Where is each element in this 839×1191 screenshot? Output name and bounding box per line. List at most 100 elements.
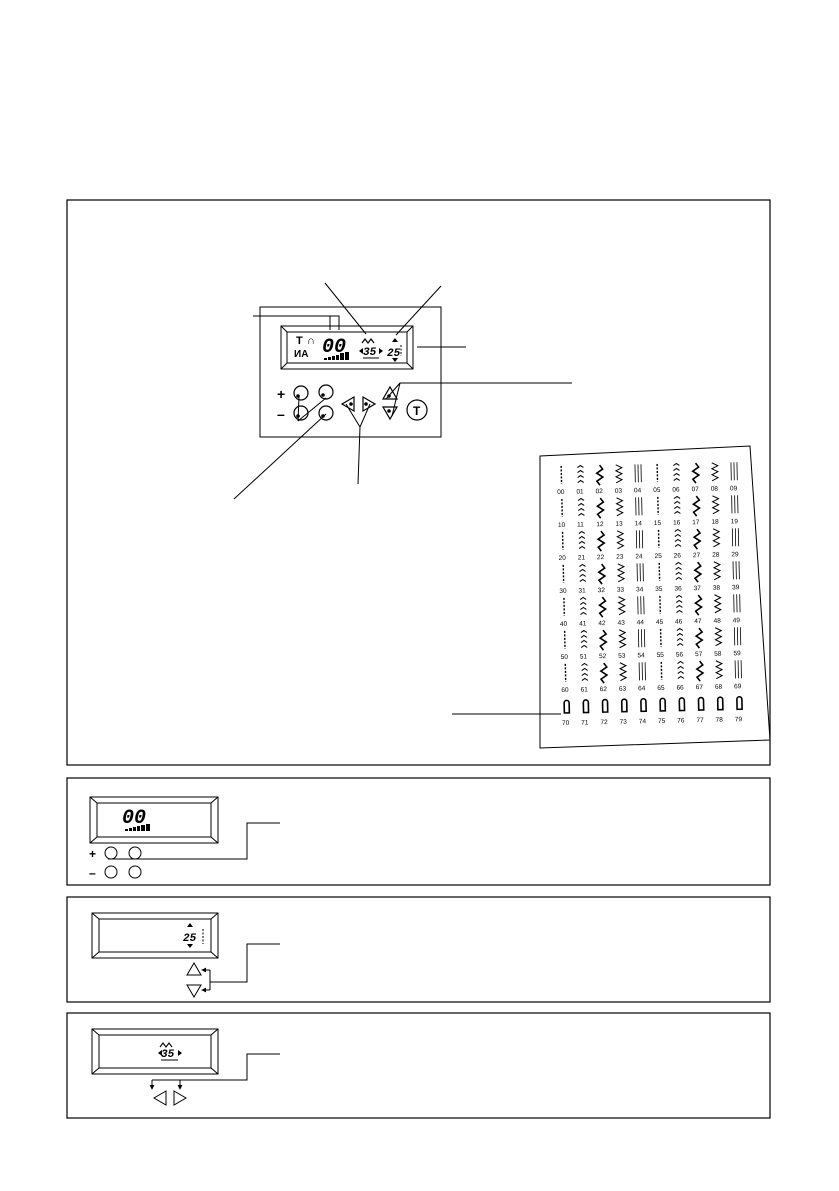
stitch-number-17: 17 bbox=[692, 519, 700, 526]
stitch-length-zigzag-icon bbox=[361, 338, 375, 344]
stitch-glyph-71 bbox=[582, 699, 590, 714]
stitch-number-74: 74 bbox=[639, 718, 647, 725]
stitch-glyph-33 bbox=[616, 563, 626, 583]
detail-width-up-button[interactable] bbox=[186, 962, 202, 976]
stitch-number-48: 48 bbox=[713, 618, 721, 625]
stitch-glyph-73 bbox=[620, 698, 628, 713]
stitch-number-04: 04 bbox=[634, 487, 642, 494]
stitch-glyph-02 bbox=[595, 464, 605, 486]
stitch-number-77: 77 bbox=[696, 717, 704, 724]
detail-tens-minus-button[interactable] bbox=[104, 865, 118, 879]
stitch-number-49: 49 bbox=[733, 617, 741, 624]
stitch-number-65: 65 bbox=[657, 685, 665, 692]
stitch-number-41: 41 bbox=[579, 620, 587, 627]
width-decrease-button[interactable] bbox=[381, 406, 399, 421]
stitch-ones-plus-button[interactable] bbox=[318, 384, 334, 400]
stitch-glyph-21 bbox=[578, 530, 586, 549]
detail-stitch-lcd: 00 bbox=[89, 796, 219, 844]
stitch-glyph-38 bbox=[712, 561, 722, 581]
stitch-glyph-31 bbox=[579, 563, 587, 582]
width-up-arrow-icon bbox=[392, 338, 398, 342]
detail-length-left-button[interactable] bbox=[153, 1090, 167, 1106]
stitch-glyph-77 bbox=[697, 696, 705, 711]
stitch-number-55: 55 bbox=[657, 652, 665, 659]
stitch-number-01: 01 bbox=[576, 488, 584, 495]
detail-length-leader bbox=[152, 1053, 280, 1081]
stitch-glyph-43 bbox=[617, 596, 626, 616]
detail-length-right-button[interactable] bbox=[173, 1090, 187, 1106]
stitch-number-13: 13 bbox=[615, 521, 623, 528]
stitch-select-section-frame bbox=[66, 777, 771, 886]
stitch-number-51: 51 bbox=[580, 653, 588, 660]
stitch-number-42: 42 bbox=[598, 620, 606, 627]
minus-sign: – bbox=[277, 406, 285, 422]
stitch-number-06: 06 bbox=[672, 486, 680, 493]
stitch-number-02: 02 bbox=[596, 488, 604, 495]
stitch-glyph-63 bbox=[618, 662, 628, 682]
stitch-number-60: 60 bbox=[561, 687, 569, 694]
detail-stitch-leader bbox=[108, 822, 280, 860]
stitch-number-31: 31 bbox=[578, 587, 586, 594]
stitch-number-25: 25 bbox=[655, 553, 663, 560]
stitch-number-43: 43 bbox=[618, 620, 626, 627]
detail-plus-sign: + bbox=[89, 847, 96, 861]
stitch-number-34: 34 bbox=[636, 586, 644, 593]
stitch-number-32: 32 bbox=[598, 587, 606, 594]
detail-width-value: 25 bbox=[183, 933, 197, 945]
stitch-glyph-07 bbox=[691, 462, 701, 484]
stitch-glyph-51 bbox=[580, 629, 588, 648]
stitch-number-14: 14 bbox=[635, 520, 643, 527]
stitch-number-64: 64 bbox=[638, 685, 646, 692]
stitch-glyph-26 bbox=[674, 528, 682, 547]
detail-ones-minus-button[interactable] bbox=[128, 865, 142, 879]
stitch-tens-plus-button[interactable] bbox=[293, 385, 309, 401]
stitch-number-71: 71 bbox=[581, 719, 589, 726]
stitch-number-50: 50 bbox=[561, 654, 569, 661]
stitch-number-66: 66 bbox=[676, 684, 684, 691]
stitch-number-40: 40 bbox=[560, 621, 568, 628]
stitch-glyph-17 bbox=[691, 495, 701, 517]
stitch-glyph-03 bbox=[614, 464, 624, 484]
stitch-number-10: 10 bbox=[558, 522, 566, 529]
detail-tens-plus-button[interactable] bbox=[104, 846, 118, 860]
stitch-glyph-79 bbox=[736, 695, 743, 711]
stitch-glyph-32 bbox=[597, 563, 607, 585]
stitch-glyph-64 bbox=[638, 662, 646, 681]
length-left-arrow-icon bbox=[359, 348, 363, 354]
reverse-button[interactable] bbox=[406, 399, 428, 421]
width-section-frame bbox=[66, 896, 771, 1003]
stitch-glyph-24 bbox=[635, 530, 644, 549]
lcd-stitch-length: 35 bbox=[363, 347, 377, 359]
detail-width-lcd: 25 bbox=[91, 912, 219, 959]
stitch-number-46: 46 bbox=[675, 618, 683, 625]
stitch-number-39: 39 bbox=[732, 584, 740, 591]
stitch-glyph-13 bbox=[615, 497, 624, 517]
bar-indicator bbox=[324, 352, 349, 360]
control-panel: T ∩ ИА 00 35 25 bbox=[259, 306, 442, 438]
stitch-number-67: 67 bbox=[696, 684, 704, 691]
stitch-number-11: 11 bbox=[577, 521, 584, 528]
detail-bar-indicator bbox=[125, 824, 150, 831]
stitch-number-20: 20 bbox=[559, 555, 567, 562]
stitch-number-26: 26 bbox=[674, 552, 682, 559]
detail-width-down-button[interactable] bbox=[186, 984, 202, 998]
width-down-arrow-icon bbox=[392, 358, 398, 362]
stitch-number-78: 78 bbox=[716, 717, 724, 724]
detail-width-leader bbox=[210, 943, 280, 983]
needle-position-icon: T bbox=[296, 335, 303, 347]
stitch-number-58: 58 bbox=[714, 651, 722, 658]
stitch-number-54: 54 bbox=[637, 652, 645, 659]
stitch-glyph-22 bbox=[596, 530, 606, 552]
stitch-glyph-49 bbox=[733, 594, 741, 613]
stitch-number-33: 33 bbox=[617, 587, 625, 594]
stitch-number-75: 75 bbox=[658, 718, 666, 725]
detail-stitch-number: 00 bbox=[122, 807, 146, 830]
stitch-glyph-29 bbox=[731, 528, 740, 547]
detail-ones-plus-button[interactable] bbox=[128, 846, 142, 860]
width-increase-button[interactable] bbox=[381, 385, 399, 400]
stitch-glyph-06 bbox=[673, 462, 680, 481]
stitch-glyph-66 bbox=[677, 660, 685, 679]
stitch-number-76: 76 bbox=[677, 717, 685, 724]
stitch-glyph-18 bbox=[711, 495, 720, 515]
